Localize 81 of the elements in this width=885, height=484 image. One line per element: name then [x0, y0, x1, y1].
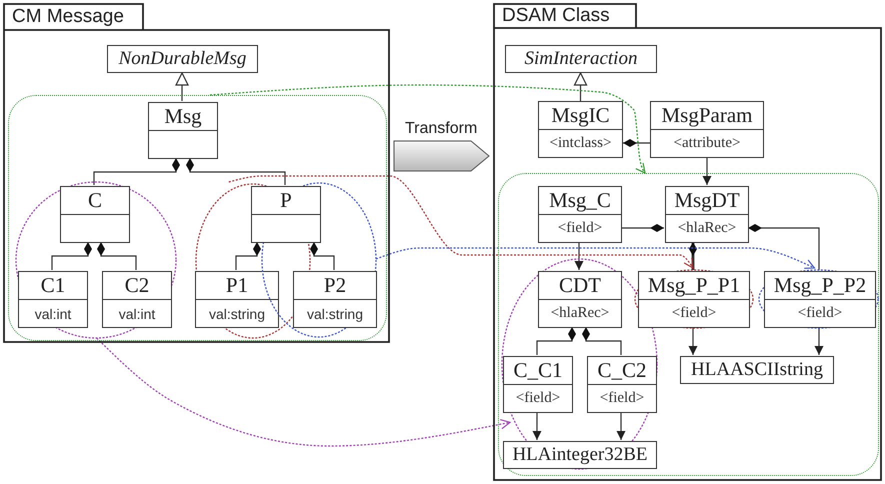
inheritance-arrow [175, 72, 189, 101]
composition-line [97, 242, 137, 270]
class-box [538, 186, 622, 243]
class-name: HLAinteger32BE [511, 443, 649, 467]
mapping-arrow [376, 247, 816, 269]
class-name: C_C2 [588, 357, 656, 385]
transform-arrow [394, 140, 490, 172]
arrow [814, 327, 824, 355]
class-name: P [252, 187, 320, 215]
stereotype-text: <field> [796, 304, 844, 323]
class-box [587, 356, 657, 413]
composition-line [186, 158, 286, 185]
stereotype-text: <attribute> [672, 134, 742, 153]
mapping-region [8, 95, 387, 341]
composition-line [51, 242, 92, 270]
stereotype-text: <field> [556, 219, 604, 238]
class-box [503, 441, 657, 469]
composition-line [93, 158, 180, 185]
class-name: P1 [196, 272, 278, 300]
stereotype-text: <field> [514, 389, 562, 408]
arrow [574, 242, 584, 270]
arrow [688, 327, 698, 355]
class-name: Msg [149, 103, 217, 131]
attribute-text: val:int [118, 304, 156, 324]
class-name: CDT [539, 272, 621, 300]
stereotype-text: <hlaRec> [550, 304, 610, 323]
mapping-arrow [210, 84, 646, 174]
class-box [251, 186, 321, 243]
composition-line [536, 327, 576, 355]
stereotype-text: <hlaRec> [676, 219, 738, 238]
class-box [538, 271, 622, 328]
class-box [293, 271, 377, 328]
class-box [148, 102, 218, 159]
package-title: CM Message [11, 4, 125, 28]
class-name: C_C1 [504, 357, 572, 385]
arrow [532, 412, 542, 440]
class-box [538, 101, 623, 158]
mapping-arrow [228, 175, 694, 269]
arrow [616, 412, 626, 440]
attribute-text: val:int [34, 304, 72, 324]
composition-line [748, 224, 820, 270]
class-name: Msg_C [539, 187, 621, 215]
class-name: C1 [19, 272, 87, 300]
class-box [680, 356, 834, 384]
class-box [195, 271, 279, 328]
composition-line [688, 242, 697, 270]
class-name: Msg_P_P2 [765, 272, 875, 300]
class-name: C2 [103, 272, 171, 300]
class-box [505, 45, 657, 73]
mapping-arrow [96, 338, 511, 447]
attribute-text: val:string [208, 304, 266, 324]
class-name: MsgParam [651, 102, 763, 130]
stereotype-text: <field> [670, 304, 718, 323]
class-box [665, 186, 749, 243]
class-name: C [61, 187, 129, 215]
attribute-text: val:string [306, 304, 364, 324]
package-title: DSAM Class [501, 4, 611, 28]
class-box [102, 271, 172, 328]
composition-line [623, 139, 650, 147]
class-box [107, 45, 258, 73]
class-name: Msg_P_P1 [639, 272, 749, 300]
mapping-ellipse [15, 181, 177, 339]
class-name: NonDurableMsg [118, 47, 248, 71]
stereotype-text: <intclass> [548, 134, 612, 153]
class-name: HLAASCIIstring [690, 358, 824, 382]
class-name: SimInteraction [524, 47, 638, 71]
arrow [702, 158, 712, 185]
class-box [60, 186, 130, 243]
composition-line [310, 242, 335, 270]
inheritance-arrow [574, 72, 588, 101]
composition-line [235, 242, 261, 270]
composition-line [621, 224, 664, 232]
class-box [503, 356, 573, 413]
stereotype-text: <field> [598, 389, 646, 408]
class-name: P2 [294, 272, 376, 300]
mapping-region [498, 173, 879, 476]
composition-line [582, 327, 622, 355]
class-name: MsgIC [539, 102, 622, 130]
class-box [650, 101, 764, 158]
class-box [18, 271, 88, 328]
class-name: MsgDT [666, 187, 748, 215]
